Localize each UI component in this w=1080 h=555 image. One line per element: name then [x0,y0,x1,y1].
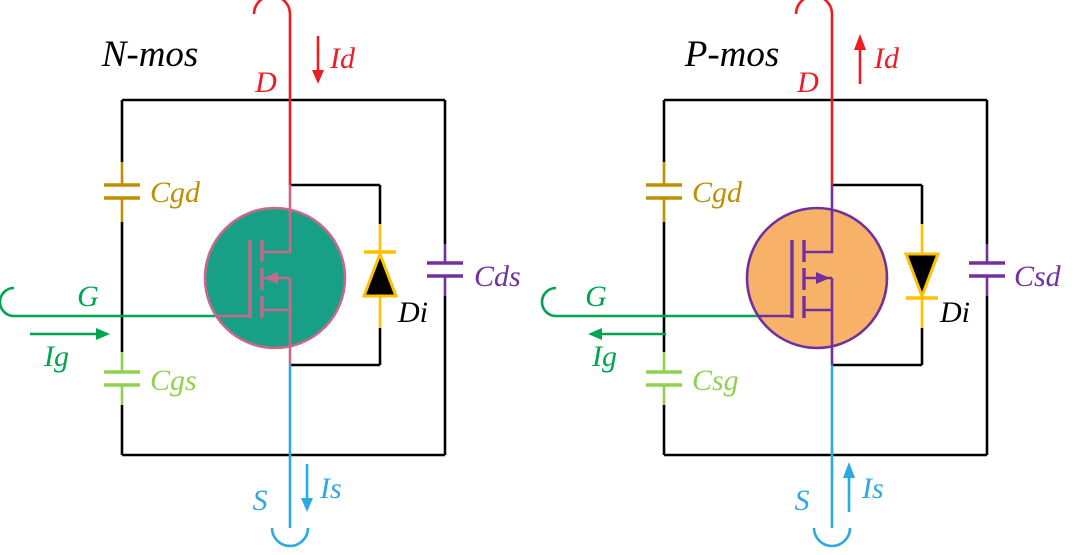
nmos-inner-loop [290,183,382,367]
pmos-cap-source-gate: Csg [646,352,739,405]
cap-gate-source-label: Cgs [150,364,197,397]
source-current-label: Is [319,472,342,505]
nmos-gate-branch: G Ig [0,280,216,373]
gate-terminal-connector [0,286,15,318]
mosfet-body-arrow-in [264,272,278,284]
nmos-body-diode: Di [361,224,428,329]
diode-triangle [903,252,941,301]
body-diode-label: Di [939,296,970,329]
nmos-title: N-mos [101,34,199,75]
source-terminal-connector [812,527,852,548]
drain-current-label: Id [329,42,356,75]
source-current-label: Is [861,472,884,505]
cap-gate-drain-label: Cgd [150,176,201,209]
drain-current-label: Id [873,42,900,75]
pmos-body-diode: Di [903,224,970,329]
arrow-head-up [854,34,866,50]
mosfet-drain-lead [262,185,292,254]
pmos-gate-branch: G Ig [540,280,758,373]
nmos-cap-drain-source: Cds [427,244,521,296]
pmos-inner-loop [832,183,924,367]
arrow-head-left [588,328,602,340]
pmos-cap-source-drain: Csd [969,244,1062,296]
drain-terminal-connector [794,0,834,15]
nmos-outer-box [120,98,447,457]
nmos-transistor [203,185,347,365]
nmos-cap-gate-drain: Cgd [104,162,201,222]
pmos-source-branch: S Is [795,365,884,548]
pmos-cap-gate-drain: Cgd [646,162,743,222]
cap-source-gate-label: Csg [692,364,739,397]
nmos-cap-gate-source: Cgs [104,352,197,405]
mosfet-drain-lead [804,185,834,254]
gate-current-label: Ig [43,340,69,373]
drain-terminal-label: D [254,66,277,99]
pmos-transistor [745,185,889,365]
arrow-head-down [312,70,324,84]
gate-terminal-label: G [585,280,607,313]
nmos-diagram: N-mos Cgd Cgs [0,0,521,548]
gate-terminal-label: G [77,280,99,313]
pmos-diagram: P-mos Cgd Csg [540,0,1062,548]
cap-source-drain-label: Csd [1014,260,1062,293]
nmos-source-branch: S Is [253,365,342,548]
cap-gate-drain-label: Cgd [692,176,743,209]
diode-triangle [361,249,399,298]
pmos-drain-branch: D Id [794,0,900,185]
pmos-title: P-mos [684,34,780,75]
source-terminal-connector [270,527,310,548]
source-terminal-label: S [253,484,268,517]
cap-drain-source-label: Cds [474,260,521,293]
pmos-outer-box [662,98,989,457]
drain-terminal-connector [252,0,292,15]
source-terminal-label: S [795,484,810,517]
drain-terminal-label: D [796,66,819,99]
gate-current-label: Ig [591,340,617,373]
gate-terminal-connector [540,286,557,318]
arrow-head-right [96,328,110,340]
nmos-drain-branch: D Id [252,0,356,185]
arrow-head-up [843,462,855,478]
body-diode-label: Di [397,296,428,329]
arrow-head-down [301,498,313,512]
mosfet-body-arrow-out [816,272,830,284]
